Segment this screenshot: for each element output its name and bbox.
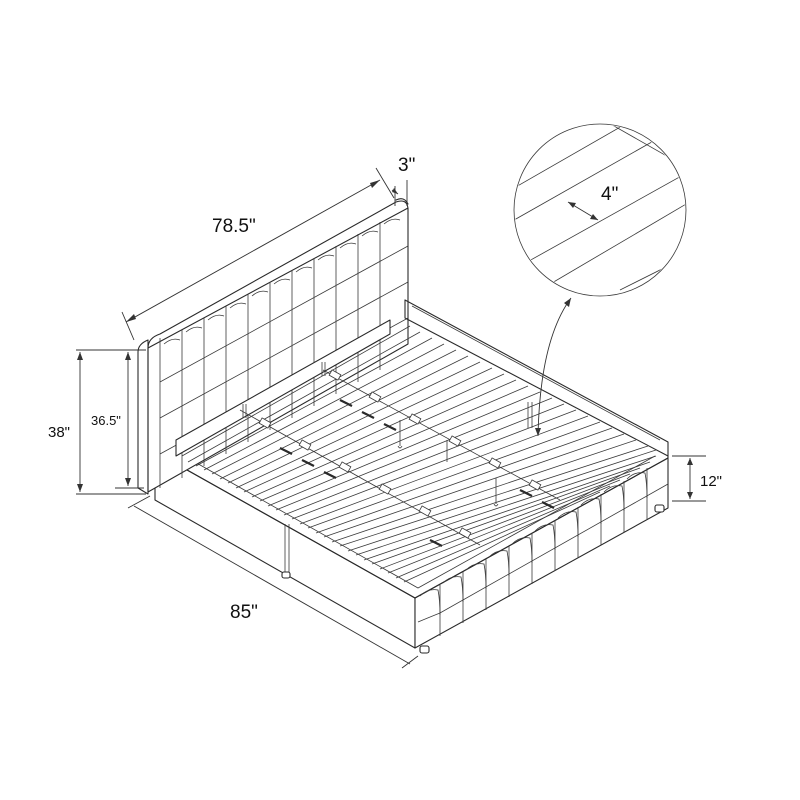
label-headboard-height: 36.5" (91, 413, 121, 428)
dimension-lines (76, 167, 706, 669)
label-side-rail-height: 12" (700, 473, 722, 490)
dimension-labels: 78.5" 3" 38" 36.5" 85" 12" 4" (48, 155, 722, 623)
label-slat-width: 4" (601, 184, 618, 205)
bed-base (154, 447, 669, 654)
label-total-height: 38" (48, 424, 70, 441)
label-headboard-thickness: 3" (398, 155, 415, 176)
slat-platform (175, 299, 669, 583)
slat-detail-callout (513, 123, 687, 437)
label-headboard-width: 78.5" (212, 216, 256, 237)
label-bed-length: 85" (230, 602, 258, 623)
footboard-tufting (417, 468, 669, 636)
